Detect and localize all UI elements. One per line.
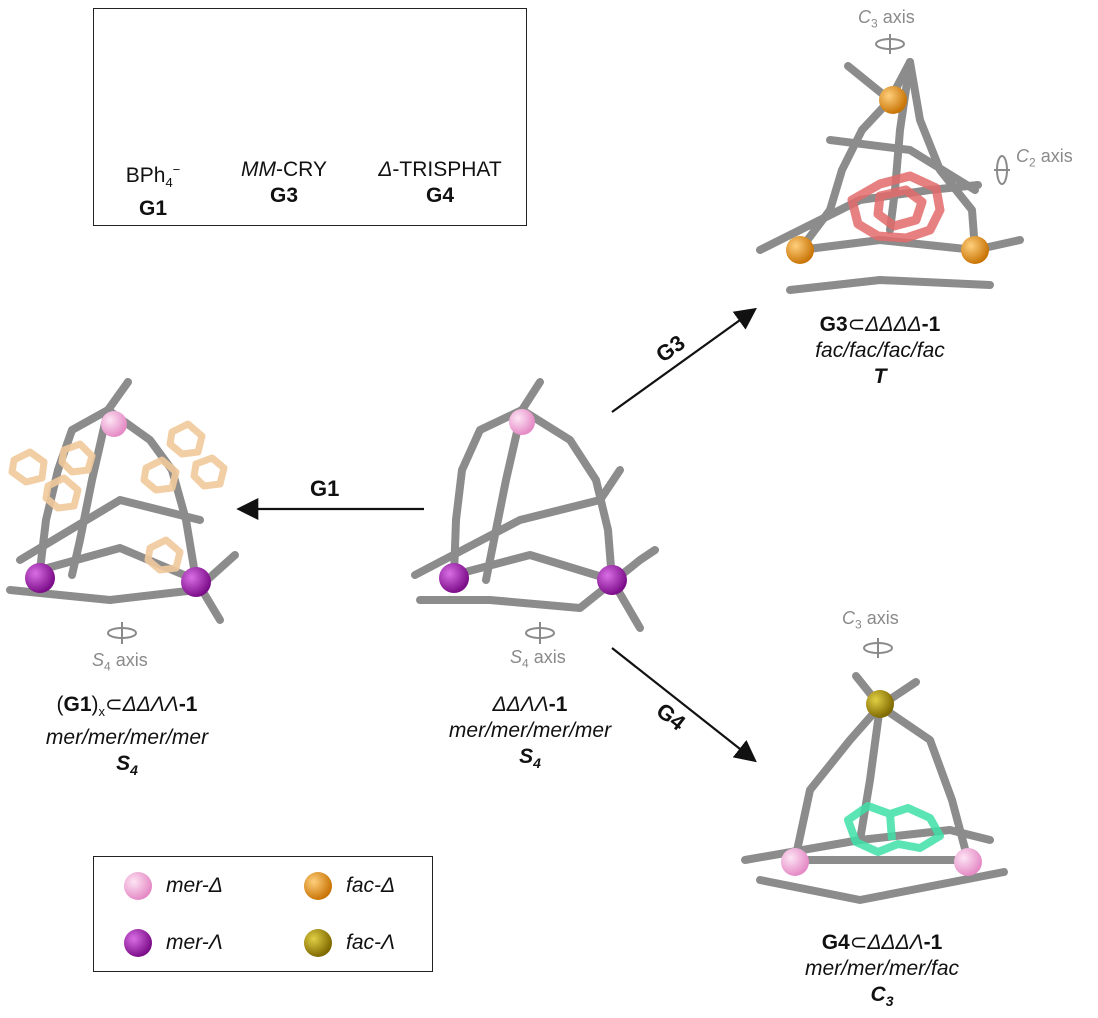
left-cage-vertex-mer-lambda-2 <box>181 567 211 597</box>
center-compound-label: ΔΔΛΛ-1 mer/mer/mer/mer S4 <box>448 693 612 772</box>
guest-g1-label: BPh4− G1 <box>125 162 181 221</box>
guest-g3-label: MM-CRY G3 <box>241 158 327 207</box>
bottom-right-cage-vertex-mer-delta-1 <box>781 848 809 876</box>
center-s4-axis-label: S4 axis <box>510 647 566 671</box>
center-cage-vertex-mer-delta <box>509 409 535 435</box>
arrow-to-g4 <box>611 647 757 763</box>
center-s4-rotation-icon <box>525 622 555 644</box>
left-cage-vertex-mer-delta <box>101 411 127 437</box>
guest-g4-label: Δ-TRISPHAT G4 <box>378 158 502 207</box>
legend-mer-lambda-label: mer-Λ <box>166 931 223 954</box>
top-right-c2-rotation-icon <box>994 155 1010 185</box>
top-right-c3-axis-label: C3 axis <box>858 7 915 31</box>
top-right-compound-label: G3⊂ΔΔΔΔ-1 fac/fac/fac/fac T <box>815 313 945 388</box>
center-cage-vertex-mer-lambda-2 <box>597 565 627 595</box>
legend-fac-delta-label: fac-Δ <box>346 874 396 897</box>
bottom-right-c3-rotation-icon <box>863 638 893 658</box>
top-right-c2-axis-label: C2 axis <box>1016 146 1073 170</box>
top-right-cage-vertex-fac-delta-1 <box>879 86 907 114</box>
bottom-right-cage-guest <box>844 802 944 856</box>
center-cage-vertex-mer-lambda-1 <box>439 563 469 593</box>
left-cage-guests <box>8 420 228 574</box>
guest-box <box>93 8 527 226</box>
top-right-c3-rotation-icon <box>875 34 905 54</box>
top-right-cage-vertex-fac-delta-3 <box>961 236 989 264</box>
left-compound-label: (G1)x⊂ΔΔΛΛ-1 mer/mer/mer/mer S4 <box>45 693 209 779</box>
bottom-right-compound-label: G4⊂ΔΔΔΛ-1 mer/mer/mer/fac C3 <box>804 931 959 1010</box>
bottom-right-c3-axis-label: C3 axis <box>842 608 899 632</box>
left-s4-rotation-icon <box>107 622 137 644</box>
left-cage-vertex-mer-lambda-1 <box>25 563 55 593</box>
top-right-cage-guest <box>847 171 945 243</box>
center-cage-framework <box>411 378 659 632</box>
top-right-cage-vertex-fac-delta-2 <box>786 236 814 264</box>
bottom-right-cage-vertex-fac-lambda <box>866 690 894 718</box>
arrow-to-g3 <box>611 307 757 413</box>
bottom-right-cage-vertex-mer-delta-2 <box>954 848 982 876</box>
left-s4-axis-label: S4 axis <box>92 650 148 674</box>
arrow-label-g1: G1 <box>310 476 340 501</box>
legend-mer-delta-label: mer-Δ <box>166 874 223 897</box>
legend-fac-lambda-label: fac-Λ <box>346 931 396 954</box>
